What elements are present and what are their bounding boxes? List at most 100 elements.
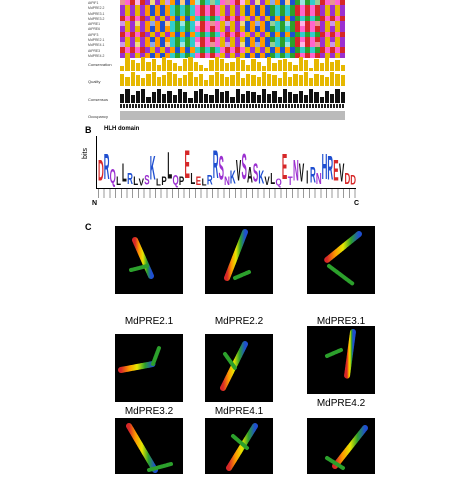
structure-image: [115, 418, 183, 474]
alignment-cell: [200, 0, 205, 6]
alignment-cell: [130, 26, 135, 32]
logo-letter: N: [315, 170, 322, 188]
track-bar: [324, 76, 329, 86]
logo-letter: S: [218, 149, 224, 188]
alignment-cell: [155, 47, 160, 53]
alignment-cell: [215, 47, 220, 53]
track-bar: [314, 92, 319, 103]
alignment-cell: [165, 31, 170, 37]
structure-image: [307, 418, 375, 474]
alignment-cell: [180, 21, 185, 27]
alignment-cell: [255, 5, 260, 11]
alignment-cell: [150, 10, 155, 16]
alignment-cell: [215, 42, 220, 48]
alignment-cell: [180, 15, 185, 22]
logo-letter: H: [321, 147, 328, 188]
alignment-cell: [155, 31, 160, 37]
alignment-cell: [215, 0, 220, 6]
alignment-cell: [125, 31, 130, 37]
alignment-cell: [310, 10, 315, 16]
alignment-cell: [120, 21, 125, 27]
logo-letter: E: [333, 154, 339, 188]
logo-letter: Q: [172, 172, 179, 188]
alignment-cell: [205, 31, 210, 37]
helix-ribbon: [325, 348, 343, 358]
alignment-cell: [155, 21, 160, 27]
alignment-cell: [285, 26, 290, 32]
alignment-cell: [325, 21, 330, 27]
alignment-cell: [320, 42, 325, 48]
track-bar: [167, 90, 172, 103]
alignment-cell: [175, 21, 180, 27]
track-bar: [172, 95, 177, 103]
alignment-cell: [150, 42, 155, 48]
track-bar: [225, 63, 230, 71]
alignment-cell: [220, 10, 225, 16]
alignment-cell: [155, 5, 160, 11]
track-bar: [314, 73, 319, 86]
alignment-cell: [205, 26, 210, 32]
track-bar: [214, 89, 219, 103]
alignment-cell: [330, 42, 335, 48]
track-bar: [177, 89, 182, 103]
track-bar: [141, 89, 146, 103]
track-bar: [214, 57, 219, 71]
alignment-cell: [245, 15, 250, 22]
alignment-cell: [230, 26, 235, 32]
alignment-cell: [245, 10, 250, 16]
logo-letter: N: [292, 154, 299, 188]
alignment-cell: [295, 31, 300, 37]
position-ticks: [98, 189, 356, 198]
structure-image: [115, 334, 183, 402]
alignment-cell: [210, 31, 215, 37]
alignment-cell: [260, 0, 265, 6]
track-bar: [198, 89, 203, 103]
alignment-cell: [250, 5, 255, 11]
track-bar: [193, 90, 198, 103]
alignment-column: [155, 0, 160, 58]
track-bar: [293, 93, 298, 103]
alignment-cell: [145, 47, 150, 53]
alignment-cell: [145, 42, 150, 48]
alignment-cell: [250, 26, 255, 32]
alignment-cell: [190, 15, 195, 22]
alignment-cell: [270, 10, 275, 16]
track-bar: [188, 72, 193, 86]
alignment-column: [185, 0, 190, 58]
alignment-cell: [335, 47, 340, 53]
alignment-cell: [200, 47, 205, 53]
alignment-cell: [235, 5, 240, 11]
alignment-cell: [125, 52, 130, 58]
sequence-name-list: AtPIF1 MdPRE2.2 MdPRE3.1 MdPRE3.2 AtPRE1…: [88, 1, 118, 59]
track-bar: [162, 57, 167, 71]
logo-letter: I: [306, 167, 309, 188]
alignment-cell: [270, 5, 275, 11]
alignment-cell: [225, 31, 230, 37]
alignment-cell: [285, 10, 290, 16]
alignment-cell: [335, 36, 340, 43]
structure-image: [307, 226, 375, 294]
logo-letter: S: [144, 172, 150, 188]
conservation-label: Conservation: [88, 62, 112, 67]
alignment-cell: [220, 52, 225, 58]
alignment-cell: [245, 5, 250, 11]
alignment-cell: [280, 15, 285, 22]
alignment-cell: [305, 52, 310, 58]
alignment-cell: [285, 0, 290, 6]
alignment-cell: [155, 15, 160, 22]
alignment-column: [165, 0, 170, 58]
alignment-cell: [185, 47, 190, 53]
logo-letter: E: [184, 143, 190, 188]
logo-letter: A: [246, 163, 253, 188]
alignment-cell: [245, 31, 250, 37]
alignment-cell: [190, 21, 195, 27]
sequence-name: MdPRE3.2: [88, 16, 105, 21]
alignment-cell: [145, 10, 150, 16]
alignment-cell: [270, 26, 275, 32]
alignment-cell: [310, 52, 315, 58]
alignment-cell: [135, 31, 140, 37]
alignment-cell: [150, 21, 155, 27]
alignment-cell: [200, 31, 205, 37]
logo-letter: E: [281, 147, 288, 188]
sequence-name: AtPIF1: [88, 1, 99, 5]
